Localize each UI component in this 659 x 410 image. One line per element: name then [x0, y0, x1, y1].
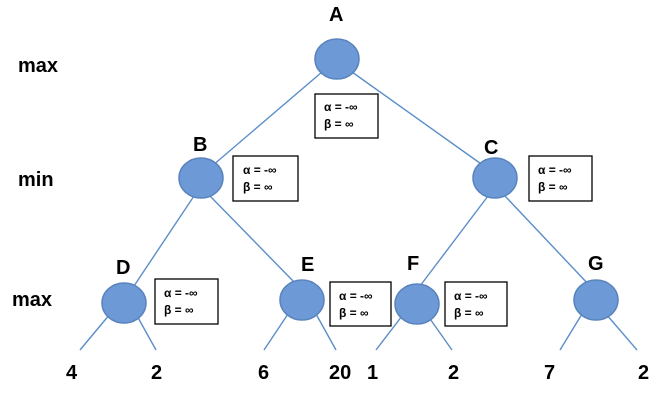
node-b-circle: [178, 157, 224, 199]
ab-box-e: α = -∞ β = ∞: [329, 281, 392, 327]
node-e: E: [279, 254, 325, 321]
ab-box-a-alpha: α = -∞: [324, 100, 358, 114]
edge-f-leaf2: [427, 315, 453, 351]
ab-box-c-beta: β = ∞: [538, 180, 568, 194]
ab-box-b: α = -∞ β = ∞: [232, 155, 299, 202]
node-c-circle: [472, 157, 518, 199]
leaf-value: 1: [367, 362, 378, 384]
edge-e-leaf1: [263, 313, 289, 351]
level-label-max-bottom: max: [12, 289, 52, 311]
node-d-circle: [101, 282, 147, 324]
leaf-value: 7: [544, 362, 555, 384]
ab-box-d-beta: β = ∞: [164, 303, 194, 317]
node-b-label: B: [193, 134, 207, 156]
node-e-label: E: [301, 254, 314, 276]
ab-box-f: α = -∞ β = ∞: [444, 281, 508, 327]
ab-box-d-alpha: α = -∞: [164, 286, 198, 300]
leaf-value: 20: [329, 362, 351, 384]
node-f-label: F: [407, 253, 419, 275]
node-e-circle: [279, 279, 325, 321]
ab-box-f-alpha: α = -∞: [454, 289, 488, 303]
node-c: C: [472, 137, 518, 199]
leaf-value: 2: [151, 362, 162, 384]
leaf-value: 2: [638, 362, 649, 384]
node-b: B: [178, 134, 224, 199]
ab-box-b-frame: [232, 155, 299, 202]
edge-b-e: [209, 195, 297, 285]
leaf-value: 6: [258, 362, 269, 384]
ab-box-f-frame: [444, 281, 508, 327]
ab-box-e-frame: [329, 281, 392, 327]
level-label-max-top: max: [18, 55, 58, 77]
node-a-label: A: [329, 4, 343, 26]
edge-d-leaf1: [79, 313, 111, 351]
edges: [79, 71, 638, 351]
node-c-label: C: [484, 137, 498, 159]
edge-c-f: [419, 195, 489, 287]
edge-g-leaf1: [559, 313, 583, 351]
ab-box-b-alpha: α = -∞: [243, 163, 277, 177]
node-g: G: [573, 253, 619, 321]
edge-f-leaf1: [375, 315, 403, 351]
node-f-circle: [394, 283, 440, 325]
node-d-label: D: [116, 257, 130, 279]
ab-box-d-frame: [154, 278, 219, 325]
ab-box-c: α = -∞ β = ∞: [528, 155, 593, 202]
ab-box-d: α = -∞ β = ∞: [154, 278, 219, 325]
node-g-label: G: [588, 253, 604, 275]
level-label-min: min: [18, 169, 54, 191]
ab-box-c-frame: [528, 155, 593, 202]
ab-box-e-alpha: α = -∞: [339, 289, 373, 303]
edge-g-leaf2: [605, 313, 638, 351]
leaf-value: 2: [448, 362, 459, 384]
node-g-circle: [573, 279, 619, 321]
edge-d-leaf2: [135, 313, 157, 351]
edge-a-b: [211, 71, 323, 167]
ab-box-f-beta: β = ∞: [454, 306, 484, 320]
ab-box-a: α = -∞ β = ∞: [314, 93, 379, 139]
edge-c-g: [504, 195, 591, 287]
leaf-values: 4 2 6 20 1 2 7 2: [66, 362, 649, 384]
edge-e-leaf2: [315, 313, 337, 351]
node-a-circle: [314, 38, 360, 80]
ab-box-b-beta: β = ∞: [243, 180, 273, 194]
edge-b-d: [133, 195, 195, 287]
leaf-value: 4: [66, 362, 78, 384]
node-f: F: [394, 253, 440, 325]
ab-box-c-alpha: α = -∞: [538, 163, 572, 177]
ab-box-e-beta: β = ∞: [339, 306, 369, 320]
ab-box-a-frame: [314, 93, 379, 139]
node-d: D: [101, 257, 147, 324]
ab-box-a-beta: β = ∞: [324, 117, 354, 131]
edge-a-c: [351, 71, 485, 167]
node-a: A: [314, 4, 360, 80]
